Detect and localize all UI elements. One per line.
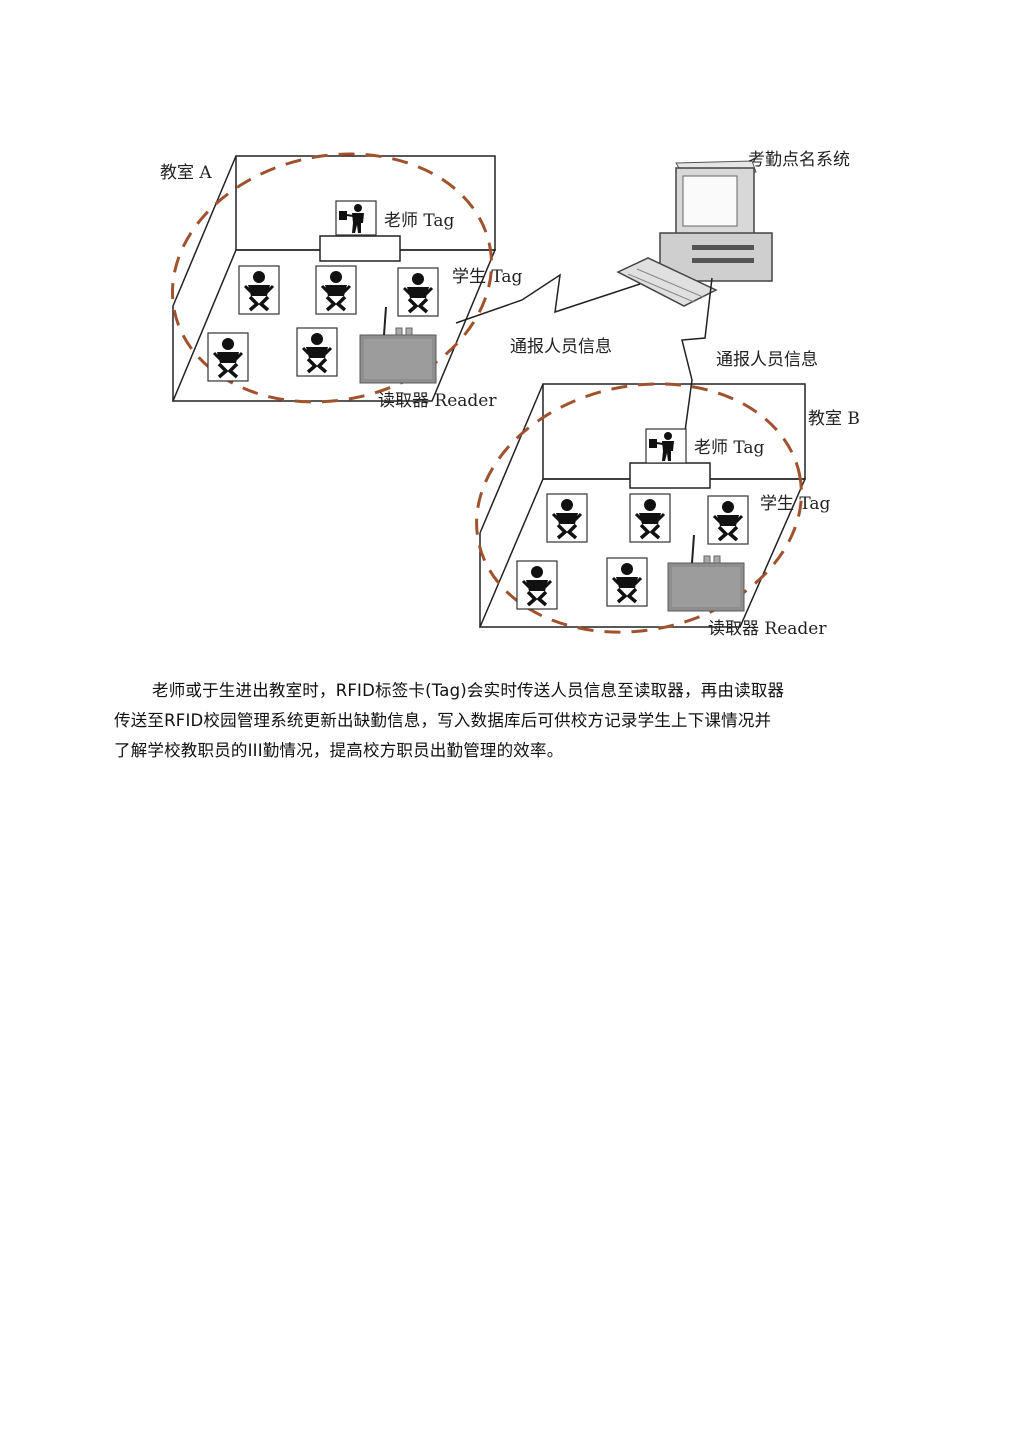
classroom-a-student-tag: 学生 Tag (452, 267, 523, 287)
classroom-b-reader-label: 读取器 Reader (708, 619, 827, 639)
classroom-a: 教室 A 老师 Tag 学生 Tag 读取器 Reader (149, 125, 522, 431)
classroom-a-title: 教室 A (160, 163, 212, 183)
rfid-attendance-diagram: 教室 A 老师 Tag 学生 Tag 读取器 Reader 考勤点名系统 通报人… (0, 0, 1024, 660)
link-a-label: 通报人员信息 (510, 337, 612, 357)
paragraph-line-2: 传送至RFID校园管理系统更新出缺勤信息，写入数据库后可供校方记录学生上下课情况… (114, 706, 874, 736)
paragraph-line-1: 老师或于生进出教室时，RFID标签卡(Tag)会实时传送人员信息至读取器，再由读… (114, 676, 874, 706)
paragraph-line-3: 了解学校教职员的III勤情况，提高校方职员出勤管理的效率。 (114, 736, 874, 766)
link-b-label: 通报人员信息 (716, 350, 818, 370)
classroom-a-reader-label: 读取器 Reader (378, 391, 497, 411)
classroom-b-teacher-tag: 老师 Tag (694, 438, 765, 458)
system-title: 考勤点名系统 (748, 150, 850, 170)
computer-icon: 考勤点名系统 (618, 150, 850, 306)
classroom-b-title: 教室 B (808, 409, 860, 429)
classroom-a-teacher-tag: 老师 Tag (384, 211, 455, 231)
body-paragraph: 老师或于生进出教室时，RFID标签卡(Tag)会实时传送人员信息至读取器，再由读… (114, 676, 874, 766)
classroom-b-student-tag: 学生 Tag (760, 494, 831, 514)
classroom-b: 教室 B 老师 Tag 学生 Tag 读取器 Reader (453, 355, 860, 660)
